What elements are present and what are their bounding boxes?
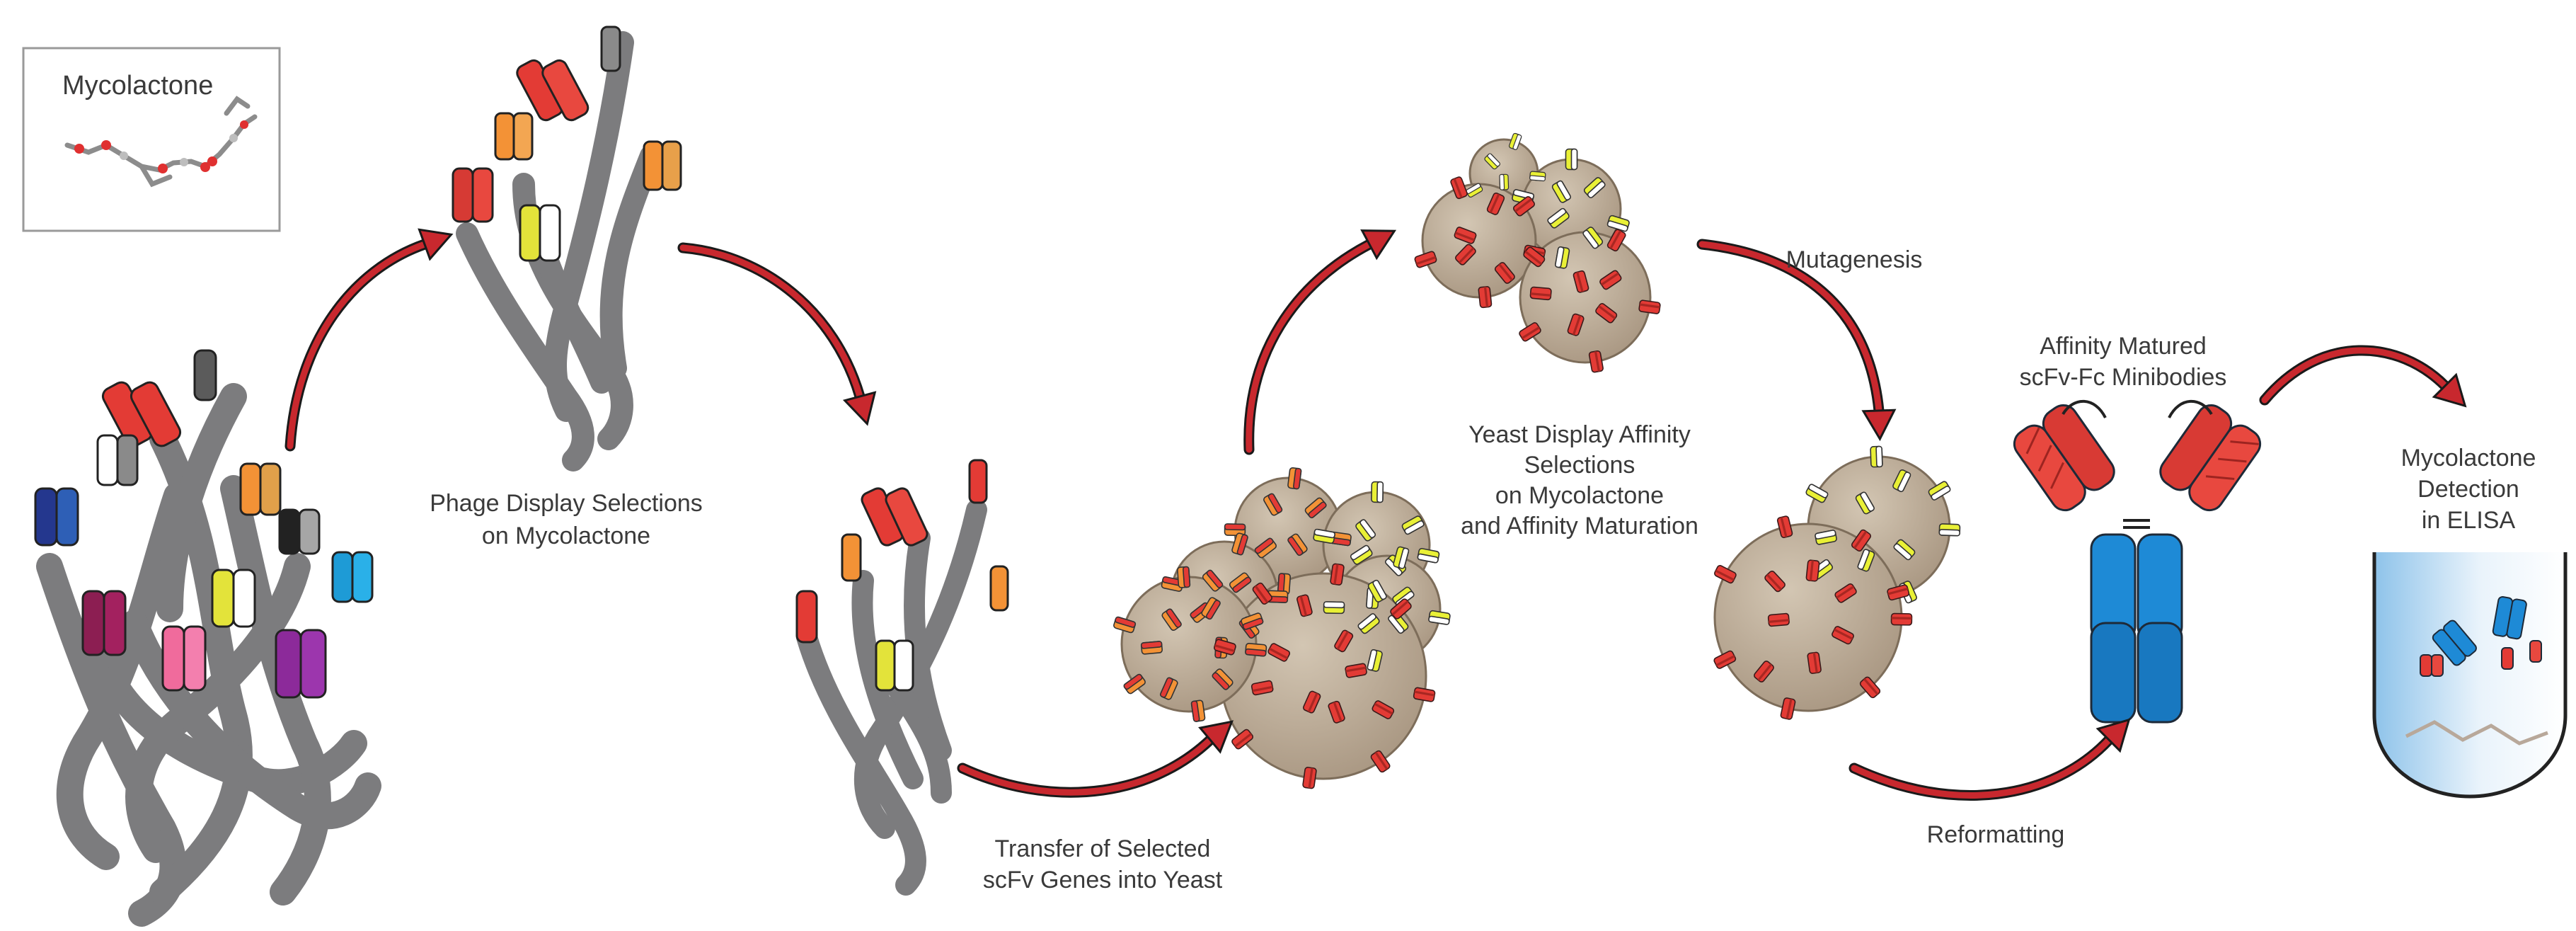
label-yeast-selection-line4: and Affinity Maturation [1461, 513, 1698, 539]
phage-library-scfvs [34, 349, 374, 699]
scfv-fc-minibody-icon [2013, 399, 2262, 724]
yeast-cluster-matured [1713, 455, 1951, 712]
scfv-tag [1938, 523, 1961, 537]
scfv-tag [1529, 171, 1546, 182]
label-yeast-selection-line1: Yeast Display Affinity [1468, 421, 1691, 448]
scfv-tag [1529, 286, 1553, 301]
scfv-tag [1427, 610, 1451, 626]
arrow-to-phage-selection [284, 228, 454, 452]
yeast-cluster-initial [1120, 476, 1442, 780]
label-phage-selection-line1: Phage Display Selections [430, 490, 703, 517]
scfv-tag [1638, 299, 1662, 315]
scfv-tag [1190, 699, 1206, 723]
scfv-tag [1565, 148, 1578, 171]
label-transfer: Transfer of Selected scFv Genes into Yea… [983, 835, 1223, 893]
arrow-yeast-to-selection [1243, 229, 1397, 455]
elisa-well-icon [2372, 552, 2568, 799]
scfv-tag [1806, 651, 1822, 675]
label-yeast-selection-line2: Selections [1524, 452, 1635, 479]
label-phage-selection: Phage Display Selections on Mycolactone [430, 490, 703, 549]
scfv-tag [1890, 612, 1913, 626]
label-detection-line2: Detection [2417, 476, 2519, 503]
label-transfer-line2: scFv Genes into Yeast [983, 867, 1223, 893]
scfv-tag [1287, 467, 1302, 490]
label-yeast-selection-line3: on Mycolactone [1495, 482, 1664, 509]
label-transfer-line1: Transfer of Selected [995, 835, 1211, 862]
label-minibodies-line2: scFv-Fc Minibodies [2020, 364, 2227, 391]
arrow-mutagenesis [1696, 239, 1897, 442]
selected-phages-bottom [796, 499, 987, 896]
scfv-tag [1301, 766, 1318, 789]
scfv-tag [1767, 612, 1790, 627]
label-phage-selection-line2: on Mycolactone [482, 522, 650, 549]
phage-library [36, 383, 381, 927]
label-detection-line1: Mycolactone [2401, 445, 2536, 472]
scfv-tag [1329, 563, 1345, 586]
scfv-tag [1870, 445, 1883, 468]
scfv-tag [1244, 642, 1267, 657]
selected-phages-top-scfvs [452, 25, 682, 262]
arrow-phage-to-transfer [677, 242, 877, 426]
label-yeast-selection: Yeast Display Affinity Selections on Myc… [1461, 421, 1698, 539]
arrow-reformatting [1848, 718, 2131, 801]
scfv-tag [1478, 285, 1493, 309]
scfv-tag [1140, 640, 1163, 655]
scfv-tag [1323, 601, 1345, 615]
scfv-tag [1805, 559, 1820, 582]
mycolactone-inset: Mycolactone [22, 47, 281, 232]
label-minibodies-line1: Affinity Matured [2040, 333, 2207, 360]
label-detection: Mycolactone Detection in ELISA [2401, 445, 2536, 534]
arrow-to-detection [2259, 345, 2467, 408]
molecule-atoms [74, 120, 248, 173]
inset-title: Mycolactone [62, 71, 213, 101]
scfv-tag [1499, 173, 1510, 190]
label-reformatting: Reformatting [1927, 821, 2065, 848]
arrow-transfer-to-yeast [957, 720, 1234, 798]
scfv-tag [1176, 566, 1191, 589]
label-minibodies: Affinity Matured scFv-Fc Minibodies [2020, 333, 2227, 391]
label-detection-line3: in ELISA [2422, 507, 2516, 534]
scfv-tag [1371, 481, 1384, 503]
label-mutagenesis: Mutagenesis [1786, 246, 1923, 273]
process-arrows [284, 228, 2467, 801]
selected-phages-bottom-scfvs [795, 459, 1009, 692]
